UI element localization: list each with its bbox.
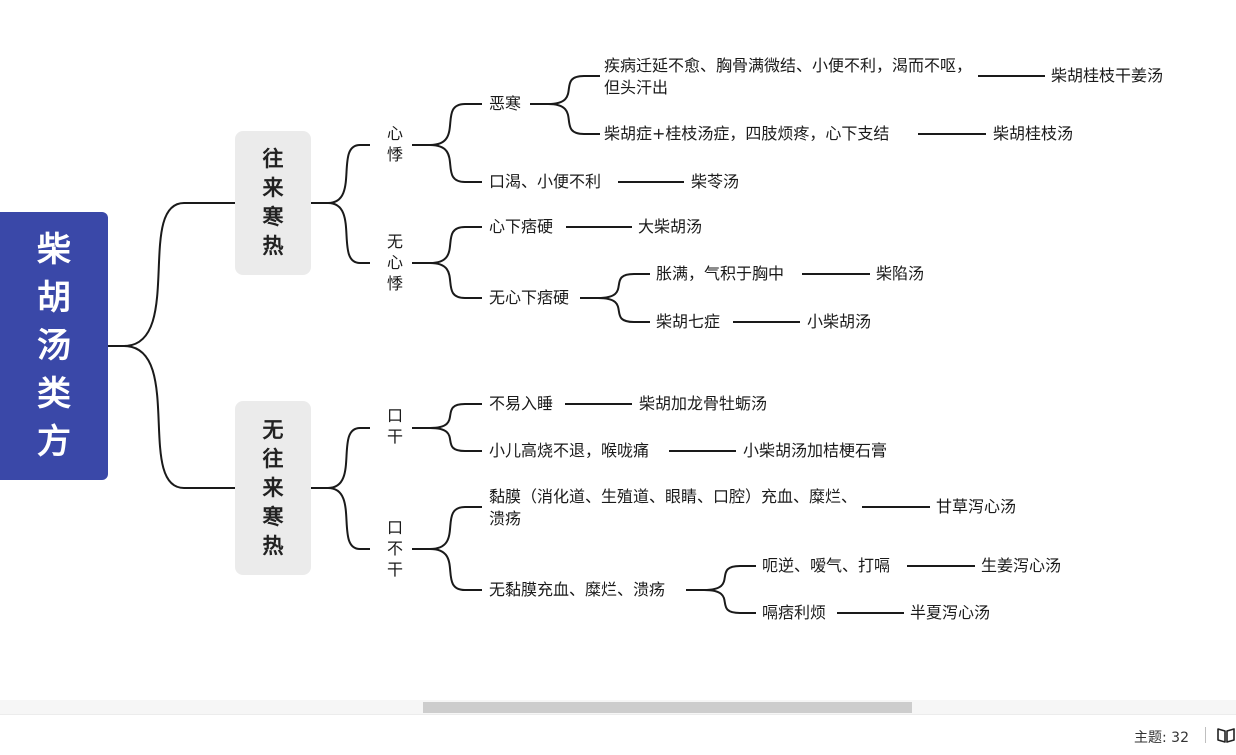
connector-line: [327, 144, 370, 204]
topic-no-dry-mouth[interactable]: 口不干: [386, 518, 403, 579]
topic-label: 无往来寒热: [262, 417, 284, 558]
connector-line: [429, 262, 482, 299]
connector-line: [429, 103, 482, 146]
symptom-node[interactable]: 心下痞硬: [489, 217, 554, 236]
formula-node[interactable]: 柴陷汤: [876, 264, 925, 283]
connector-line: [703, 565, 756, 591]
connector-line: [547, 103, 600, 135]
connector-line: [429, 506, 482, 550]
formula-node[interactable]: 小柴胡汤: [807, 312, 872, 331]
topic-label: 往来寒热: [262, 147, 284, 258]
formula-node[interactable]: 生姜泻心汤: [981, 556, 1062, 575]
status-bar: 主题: 32: [0, 714, 1236, 755]
symptom-node[interactable]: 疾病迁延不愈、胸骨满微结、小便不利，渴而不呕，但头汗出: [604, 56, 973, 97]
formula-node[interactable]: 柴胡桂枝干姜汤: [1051, 66, 1164, 85]
mindmap-connectors: [108, 75, 1045, 614]
symptom-node[interactable]: 胀满，气积于胸中: [656, 264, 785, 283]
formula-node[interactable]: 大柴胡汤: [638, 217, 703, 236]
formula-node[interactable]: 甘草泻心汤: [936, 497, 1017, 516]
formula-node[interactable]: 半夏泻心汤: [910, 603, 991, 622]
topic-dry-mouth[interactable]: 口干: [386, 406, 403, 446]
connector-line: [429, 403, 482, 429]
symptom-node[interactable]: 嗝痞利烦: [762, 603, 827, 622]
scrollbar-thumb[interactable]: [423, 702, 912, 713]
symptom-node[interactable]: 呃逆、嗳气、打嗝: [762, 556, 891, 575]
topic-no-alternating-chills-fever[interactable]: 无往来寒热: [235, 401, 311, 575]
connector-line: [429, 144, 482, 183]
topic-no-palpitations[interactable]: 无心悸: [386, 232, 403, 293]
book-icon[interactable]: [1216, 725, 1236, 745]
topic-no-epigastric-hardness[interactable]: 无心下痞硬: [489, 288, 570, 307]
connector-line: [123, 202, 235, 347]
root-topic[interactable]: 柴胡汤类方: [0, 212, 108, 480]
symptom-node[interactable]: 小儿高烧不退，喉咙痛: [489, 441, 650, 460]
symptom-node[interactable]: 柴胡七症: [656, 312, 721, 331]
formula-node[interactable]: 小柴胡汤加桔梗石膏: [743, 441, 888, 460]
connector-line: [327, 427, 370, 489]
connector-line: [547, 75, 600, 105]
topic-count-label: 主题:: [1134, 730, 1172, 746]
formula-node[interactable]: 柴胡加龙骨牡蛎汤: [639, 394, 768, 413]
connector-line: [429, 226, 482, 264]
connector-line: [597, 273, 650, 299]
topic-count: 主题: 32: [1134, 727, 1189, 747]
symptom-node[interactable]: 不易入睡: [489, 394, 554, 413]
connector-line: [327, 202, 370, 264]
topic-aversion-to-cold[interactable]: 恶寒: [489, 94, 522, 113]
formula-node[interactable]: 柴苓汤: [691, 172, 740, 191]
symptom-node[interactable]: 柴胡症+桂枝汤症，四肢烦疼，心下支结: [604, 124, 890, 143]
connector-line: [429, 427, 482, 452]
symptom-node[interactable]: 口渴、小便不利: [489, 172, 602, 191]
connector-line: [327, 487, 370, 550]
mindmap-canvas: 柴胡汤类方 往来寒热 心悸 无心悸 恶寒 疾病迁延不愈、胸骨满微结、小便不利，渴…: [0, 56, 1164, 622]
connector-line: [123, 345, 235, 489]
topic-count-value: 32: [1171, 730, 1189, 746]
topic-palpitations[interactable]: 心悸: [386, 124, 403, 164]
status-divider: [1205, 727, 1206, 743]
topic-no-mucosal-lesions[interactable]: 无黏膜充血、糜烂、溃疡: [489, 580, 666, 599]
connector-line: [429, 548, 482, 591]
formula-node[interactable]: 柴胡桂枝汤: [993, 124, 1074, 143]
symptom-node[interactable]: 黏膜（消化道、生殖道、眼睛、口腔）充血、糜烂、溃疡: [489, 487, 858, 528]
connector-line: [703, 589, 756, 614]
topic-alternating-chills-fever[interactable]: 往来寒热: [235, 131, 311, 275]
root-topic-label: 柴胡汤类方: [37, 230, 71, 462]
connector-line: [597, 297, 650, 323]
